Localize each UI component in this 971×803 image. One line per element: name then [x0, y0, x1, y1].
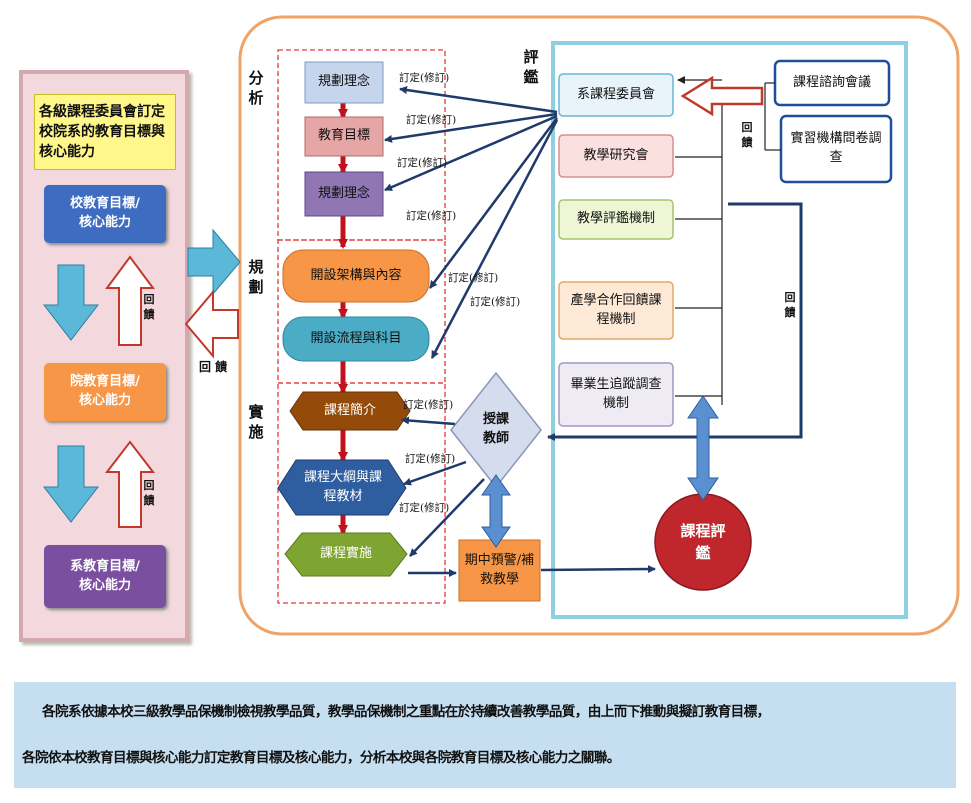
phase-implementation: 實施 [248, 403, 264, 441]
annotation-6: 訂定(修訂) [470, 296, 521, 308]
flow-box-5 [282, 316, 430, 362]
up-arrow-1 [105, 255, 155, 346]
flow-hex-8-label: 課程實施 [319, 546, 372, 562]
course-eval-label: 課程評鑑 [680, 522, 726, 562]
caption-panel: 各院系依據本校三級教學品保機制檢視教學品質，教學品保機制之重點在於持續改善教學品… [14, 682, 956, 788]
down-arrow-2 [42, 445, 100, 523]
annotation-3: 訂定(修訂) [397, 157, 448, 169]
flow-box-2 [304, 116, 384, 157]
annotation-8: 訂定(修訂) [405, 453, 456, 465]
feedback-label-a: 回饋 [741, 121, 753, 149]
internship-box [779, 114, 893, 184]
flow-box-1-label: 規劃理念 [317, 74, 370, 90]
flow-box-5-label: 開設流程與科目 [310, 330, 402, 346]
annotation-1: 訂定(修訂) [399, 72, 450, 84]
teacher-label: 授課教師 [482, 412, 509, 446]
dept-goal-box: 系教育目標/核心能力 [44, 545, 166, 608]
flow-box-2-label: 教育目標 [317, 128, 370, 144]
feedback-label-b: 回饋 [784, 291, 796, 319]
flow-hex-8 [284, 532, 408, 577]
big-left-arrow [184, 289, 239, 359]
internship-label: 實習機構問卷調查 [790, 131, 882, 165]
annotation-9: 訂定(修訂) [399, 502, 450, 514]
flow-box-3-label: 規劃理念 [317, 185, 370, 201]
caption-line-2: 各院依本校教育目標與核心能力訂定教育目標及核心能力，分析本校與各院教育目標及核心… [22, 750, 620, 766]
up-arrow-2 [104, 440, 156, 528]
feedback-label-3: 回 饋 [199, 360, 228, 374]
committee-box [558, 73, 674, 117]
yellow-note: 各級課程委員會訂定校院系的教育目標與核心能力 [34, 94, 176, 170]
phase-planning: 規劃 [248, 258, 264, 296]
phase-analysis: 分析 [248, 69, 264, 107]
annotation-7: 訂定(修訂) [403, 399, 454, 411]
feedback-loop [547, 202, 803, 441]
flow-box-1 [304, 61, 384, 104]
phase-evaluation: 評鑑 [523, 48, 539, 86]
early-warning-box [458, 539, 541, 602]
big-right-arrow [187, 228, 241, 296]
double-arrow-eval [687, 395, 719, 501]
industry-box [558, 281, 674, 340]
feedback-label-1: 回饋 [143, 293, 155, 321]
caption-line-1: 各院系依據本校三級教學品保機制檢視教學品質，教學品保機制之重點在於持續改善教學品… [42, 704, 770, 720]
annotation-5: 訂定(修訂) [448, 272, 499, 284]
flow-hex-7-label: 課程大綱與課程教材 [303, 469, 382, 504]
alumni-box [558, 362, 674, 427]
research-box [558, 134, 674, 178]
double-arrow-teacher [481, 474, 511, 548]
teaching-eval-label: 教學評鑑機制 [576, 211, 655, 227]
college-goal-box: 院教育目標/核心能力 [44, 363, 166, 421]
early-warning-label: 期中預警/補救教學 [464, 552, 535, 587]
annotation-4: 訂定(修訂) [406, 210, 457, 222]
committee-label: 系課程委員會 [576, 86, 655, 102]
main-frame [238, 15, 960, 636]
flow-hex-7 [277, 459, 407, 516]
evaluation-frame [551, 41, 908, 619]
down-arrow-1 [42, 264, 100, 341]
research-label: 教學研究會 [583, 147, 649, 163]
flow-box-3 [304, 171, 384, 217]
annotation-2: 訂定(修訂) [406, 114, 457, 126]
flow-hex-6-label: 課程簡介 [323, 402, 376, 418]
committee-feedback-arrow [680, 75, 764, 117]
alumni-label: 畢業生追蹤調查機制 [570, 376, 662, 411]
school-goal-box: 校教育目標/核心能力 [44, 185, 166, 243]
advisory-label: 課程諮詢會議 [792, 74, 871, 90]
teaching-eval-box [558, 199, 674, 240]
flow-box-4 [282, 249, 430, 303]
industry-label: 產學合作回饋課程機制 [570, 292, 662, 327]
implementation-zone [277, 382, 446, 604]
feedback-label-2: 回饋 [143, 479, 155, 507]
flow-box-4-label: 開設架構與內容 [310, 267, 402, 283]
flow-hex-6 [289, 391, 411, 431]
